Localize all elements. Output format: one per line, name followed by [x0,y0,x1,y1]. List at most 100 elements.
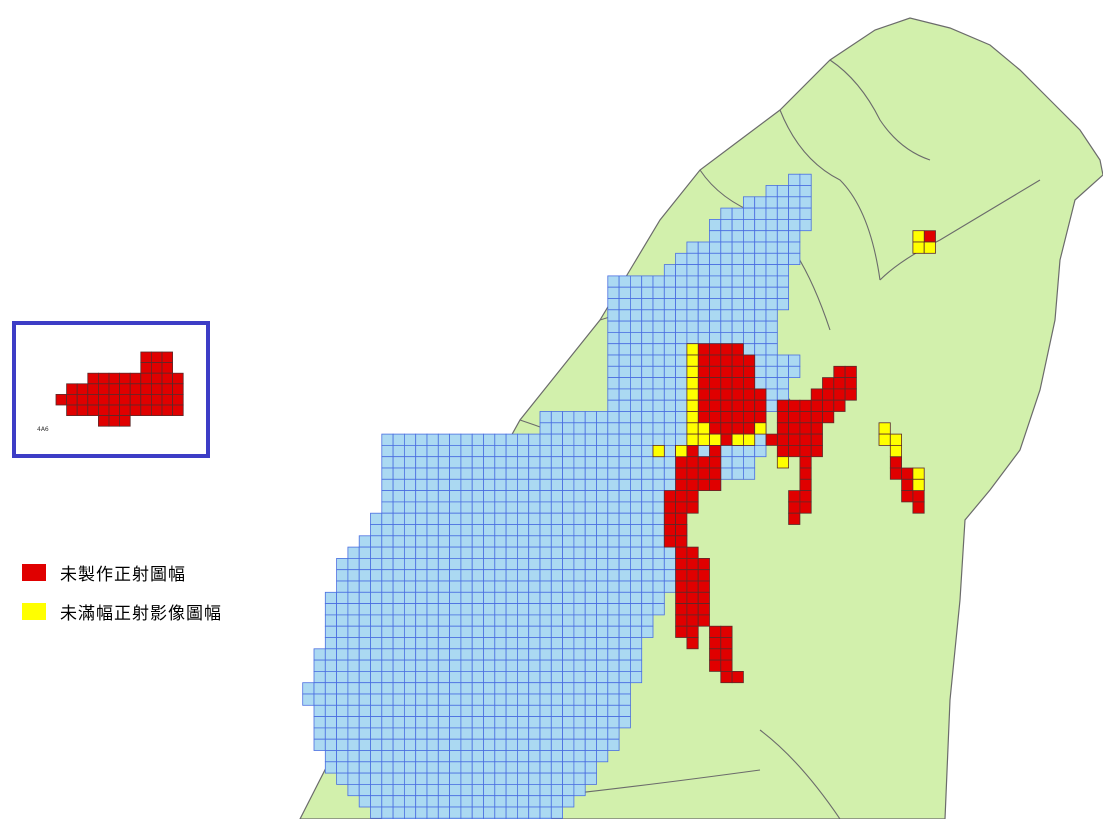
grid-tile [415,433,428,446]
grid-tile [517,512,530,525]
grid-tile [505,433,518,446]
grid-tile [652,569,665,582]
grid-tile [573,704,586,717]
grid-tile [528,535,541,548]
grid-tile [505,671,518,684]
grid-tile [641,467,654,480]
grid-tile [663,320,676,333]
grid-tile [528,738,541,751]
grid-tile [799,207,812,220]
grid-tile [697,264,710,277]
grid-tile [494,704,507,717]
grid-tile [573,569,586,582]
grid-tile [426,512,439,525]
grid-tile [336,682,349,695]
missing-tile [663,524,676,537]
grid-tile [370,591,383,604]
grid-tile [324,591,337,604]
grid-tile [392,637,405,650]
missing-tile [720,659,733,672]
grid-tile [630,580,643,593]
grid-tile [697,286,710,299]
grid-tile [415,682,428,695]
grid-tile [392,659,405,672]
grid-tile [550,625,563,638]
grid-tile [641,625,654,638]
grid-tile [449,693,462,706]
partial-tile [675,444,688,458]
grid-tile [731,230,744,243]
grid-tile [381,433,394,446]
missing-tile [912,501,925,514]
grid-tile [324,637,337,650]
grid-tile [630,603,643,616]
grid-tile [358,693,371,706]
missing-tile [720,648,733,661]
grid-tile [392,580,405,593]
missing-tile [697,580,710,593]
grid-tile [483,456,496,469]
grid-tile [663,275,676,288]
grid-tile [437,784,450,797]
grid-tile [743,275,756,288]
grid-tile [562,750,575,763]
grid-tile [347,716,360,729]
partial-tile [686,365,699,378]
grid-tile [630,535,643,548]
grid-tile [415,603,428,616]
grid-tile [550,682,563,695]
grid-tile [415,693,428,706]
grid-tile [720,467,733,480]
grid-tile [392,569,405,582]
grid-tile [517,456,530,469]
grid-tile [336,603,349,616]
grid-tile [460,603,473,616]
grid-tile [471,625,484,638]
missing-tile [799,456,812,469]
grid-tile [686,298,699,311]
missing-tile [686,569,699,582]
missing-tile [743,354,756,367]
grid-tile [336,716,349,729]
partial-tile [686,411,699,424]
grid-tile [517,580,530,593]
grid-tile [652,388,665,401]
grid-tile [754,354,767,367]
grid-tile [471,784,484,797]
grid-tile [641,309,654,322]
grid-tile [460,444,473,458]
grid-tile [652,399,665,412]
grid-tile [709,331,722,345]
grid-tile [776,230,789,243]
grid-tile [709,252,722,266]
grid-tile [776,377,789,390]
grid-tile [720,275,733,288]
grid-tile [652,478,665,491]
grid-tile [550,603,563,616]
grid-tile [607,614,620,627]
grid-tile [539,648,552,661]
grid-tile [675,354,688,367]
grid-tile [584,411,597,424]
grid-tile [449,512,462,525]
grid-tile [370,704,383,717]
grid-tile [471,501,484,514]
grid-tile [347,648,360,661]
grid-tile [437,535,450,548]
grid-tile [641,411,654,424]
grid-tile [347,727,360,740]
grid-tile [550,648,563,661]
grid-tile [381,671,394,684]
grid-tile [415,478,428,491]
grid-tile [381,614,394,627]
grid-tile [720,264,733,277]
grid-tile [403,671,417,684]
grid-tile [381,501,394,514]
grid-tile [652,591,665,604]
grid-tile [697,320,710,333]
grid-tile [550,444,563,458]
grid-tile [754,241,767,254]
grid-tile [494,806,507,819]
grid-tile [584,580,597,593]
grid-tile [528,750,541,763]
